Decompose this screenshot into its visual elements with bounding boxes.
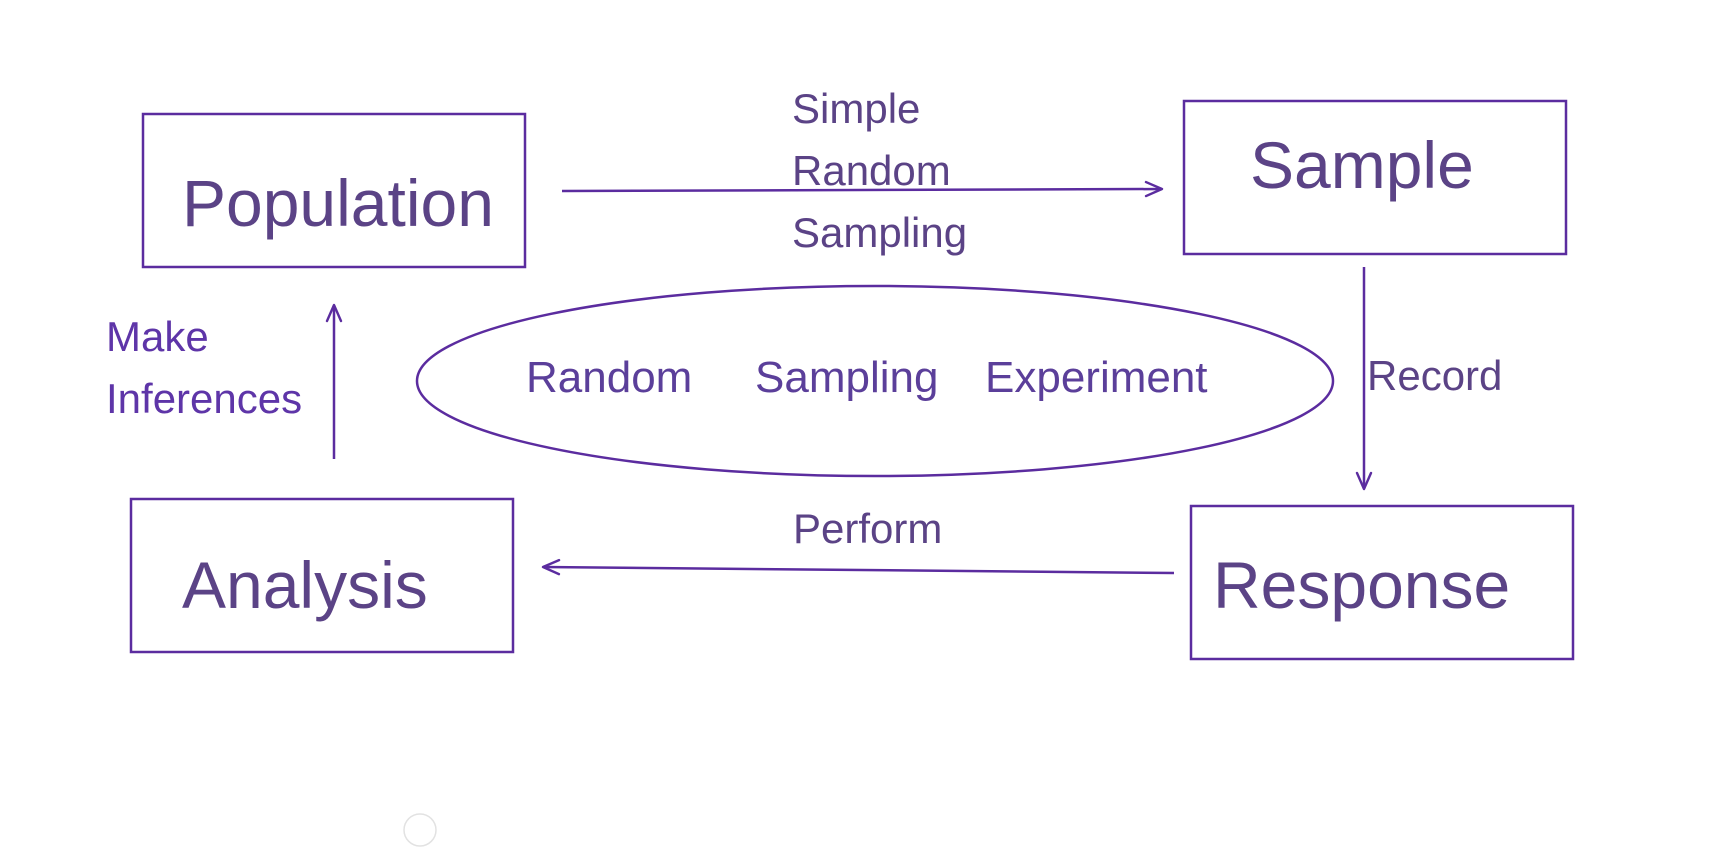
analysis-label: Analysis	[182, 548, 428, 622]
population-label: Population	[182, 166, 494, 240]
sample-label: Sample	[1250, 128, 1474, 202]
edge-label-line: Sampling	[792, 209, 968, 256]
edge-label-line: Simple	[792, 85, 921, 132]
ellipse-item-sampling: Sampling	[755, 353, 939, 402]
edge-label-line: Inferences	[106, 375, 303, 422]
analysis-box	[129, 497, 515, 654]
arrow-response-to-analysis	[541, 558, 1175, 576]
response-box	[1189, 504, 1575, 661]
edge-label-simple-random-sampling: Simple Random Sampling	[792, 78, 967, 264]
ellipse-item-random: Random	[526, 353, 693, 402]
faint-circle-marker	[403, 813, 437, 847]
ellipse-item-experiment: Experiment	[985, 353, 1208, 402]
edge-label-make-inferences: Make Inferences	[106, 306, 302, 430]
arrow-population-to-sample	[561, 180, 1164, 198]
edge-label-line: Make	[106, 313, 209, 360]
sample-box	[1182, 99, 1568, 256]
edge-label-perform: Perform	[793, 505, 943, 552]
edge-label-record: Record	[1367, 352, 1503, 399]
methods-ellipse	[415, 284, 1335, 478]
edge-label-line: Random	[792, 147, 951, 194]
population-box	[141, 112, 527, 269]
response-label: Response	[1213, 548, 1511, 622]
